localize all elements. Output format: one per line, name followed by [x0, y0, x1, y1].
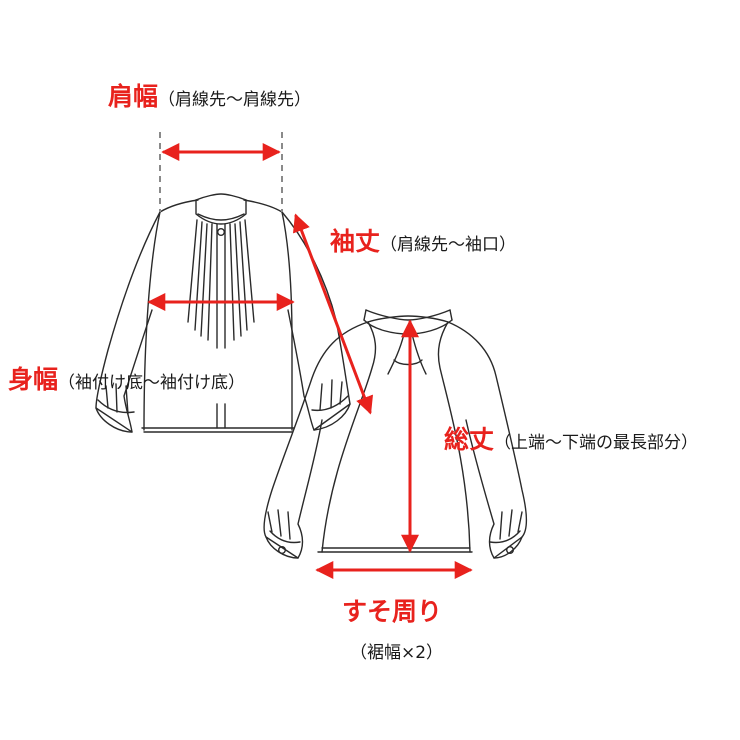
shoulder-width-guides — [159, 132, 283, 212]
body-width-label: 身幅（袖付け底～袖付け底） — [8, 360, 245, 396]
sleeve-length-label: 袖丈（肩線先～袖口） — [330, 222, 516, 258]
shoulder-width-label: 肩幅（肩線先～肩線先） — [108, 77, 311, 113]
total-length-label: 総丈（上端～下端の最長部分） — [444, 420, 698, 456]
shoulder-width-note: （肩線先～肩線先） — [158, 90, 312, 110]
sleeve-length-title: 袖丈 — [330, 227, 381, 256]
hem-circumference-label: すそ周り — [342, 592, 442, 628]
front-blouse-drawing — [95, 193, 351, 433]
hem-circumference-note-block: （裾幅×2） — [350, 638, 443, 663]
total-length-title: 総丈 — [444, 425, 495, 454]
body-width-title: 身幅 — [8, 365, 59, 394]
sleeve-length-note: （肩線先～袖口） — [380, 235, 517, 255]
body-width-note: （袖付け底～袖付け底） — [58, 373, 246, 393]
total-length-note: （上端～下端の最長部分） — [494, 433, 699, 453]
shoulder-width-title: 肩幅 — [108, 82, 159, 111]
sleeve-length-arrow — [292, 213, 374, 415]
hem-circumference-title: すそ周り — [342, 597, 443, 626]
hem-circumference-note: （裾幅×2） — [350, 643, 444, 663]
